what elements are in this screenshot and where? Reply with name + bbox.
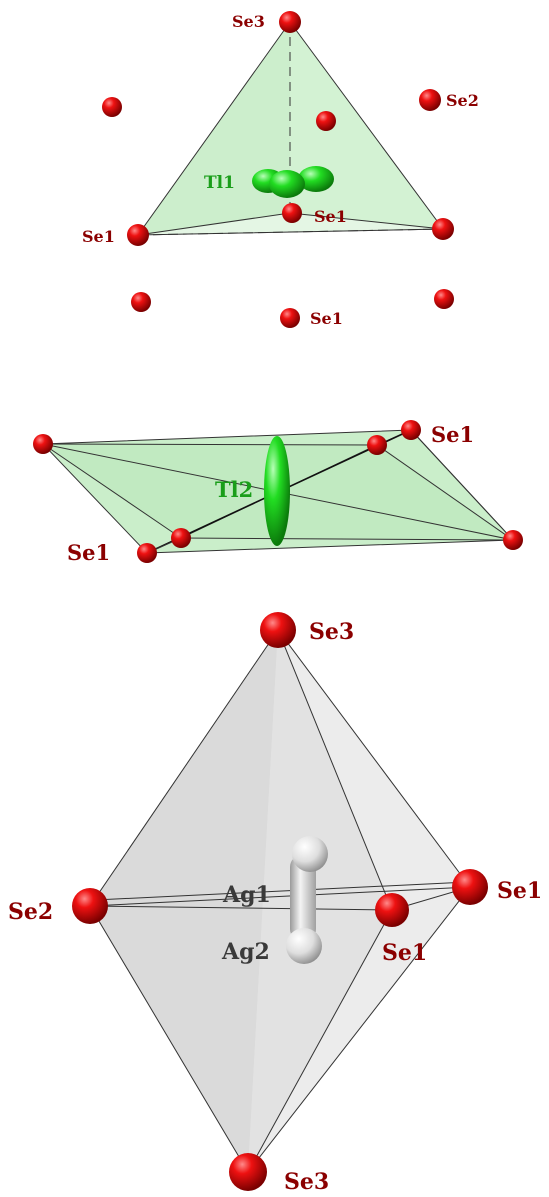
label-se3-bottom: Se3 [284,1169,329,1195]
se-atom [434,289,454,309]
ag-atom [286,836,328,964]
label-se1-right: Se1 [497,878,542,904]
se-atom [282,203,302,223]
label-se1-bottom: Se1 [310,309,343,328]
se-atom [375,893,409,927]
se-atom [260,612,296,648]
panel3-octahedron: Se3 Se2 Ag1 Ag2 Se1 Se1 Se3 [8,612,542,1195]
label-se1-left: Se1 [67,540,110,565]
se-atom [367,435,387,455]
se-atom [127,224,149,246]
label-ag1: Ag1 [222,882,271,908]
se-atom [419,89,441,111]
label-se3-top: Se3 [309,619,354,645]
octa-face-front [90,630,392,1172]
tl1-atom [252,166,334,198]
se-atom [452,869,488,905]
se-atom [401,420,421,440]
label-se2: Se2 [446,91,479,110]
panel1-tetrahedron: Se3 Se2 Tl1 Se1 Se1 Se1 [82,11,479,328]
se-atom [503,530,523,550]
se-atom [131,292,151,312]
se-atom [432,218,454,240]
se-atom [279,11,301,33]
label-se1-center: Se1 [314,207,347,226]
label-se2: Se2 [8,899,53,925]
tl2-atom [264,436,290,546]
se-atom [72,888,108,924]
se-atom [229,1153,267,1191]
label-ag2: Ag2 [221,939,270,965]
se-atom [137,543,157,563]
se-atom [171,528,191,548]
se-atom [102,97,122,117]
label-se1-right: Se1 [431,422,474,447]
label-se3: Se3 [232,12,265,31]
panel2-octahedron: Se1 Tl2 Se1 [33,420,523,565]
label-tl2: Tl2 [215,477,253,502]
se-atom [33,434,53,454]
se-atom [280,308,300,328]
label-se1-mid: Se1 [382,940,427,966]
label-tl1: Tl1 [204,173,235,193]
se-atom [316,111,336,131]
label-se1-left: Se1 [82,227,115,246]
